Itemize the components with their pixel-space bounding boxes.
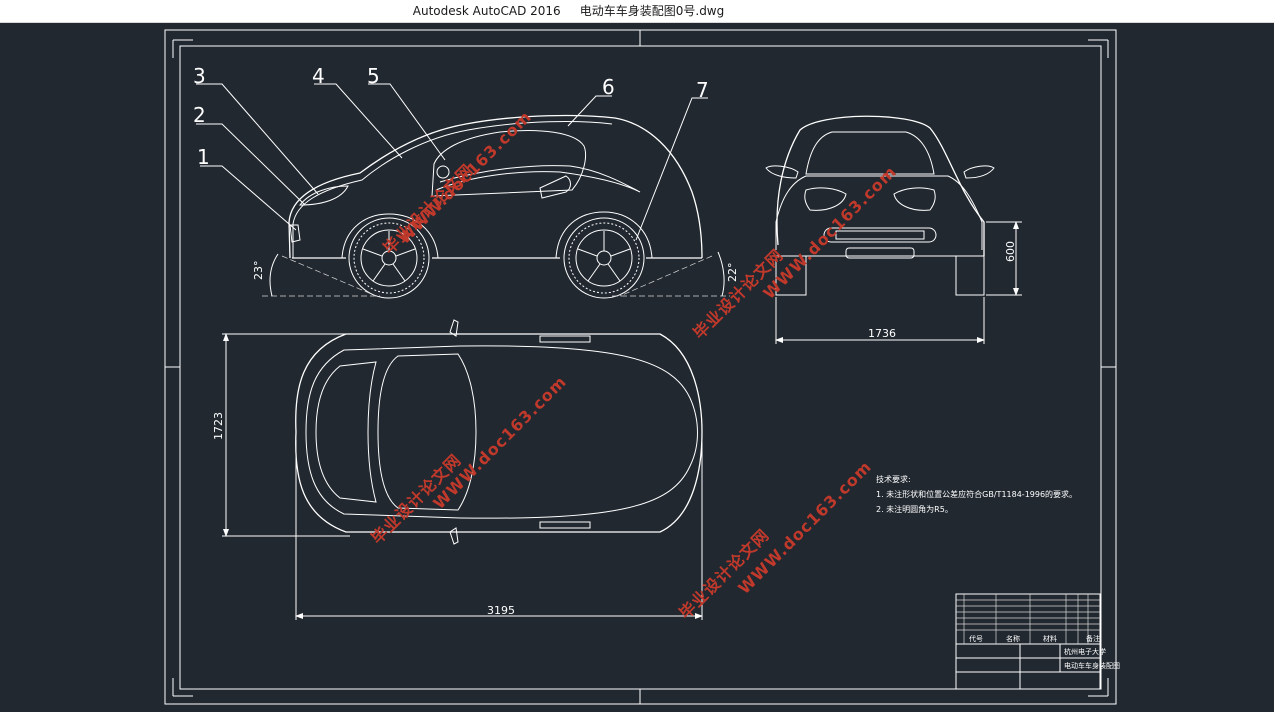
tb-code-label: 代号 xyxy=(969,634,983,643)
title-block: 代号 名称 材料 备注 杭州电子大学 电动车车身装配图 xyxy=(955,593,1120,690)
balloon-2: 2 xyxy=(193,103,206,127)
watermarks: WWW.doc163.com 毕业设计论文网 WWW.doc163.com 毕业… xyxy=(367,107,900,623)
balloon-1: 1 xyxy=(197,145,210,169)
watermark-cn: 毕业设计论文网 xyxy=(379,160,477,258)
front-width-dim: 1736 xyxy=(868,327,896,340)
balloon-leaders xyxy=(196,83,708,241)
front-approach-angle: 23° xyxy=(252,261,265,281)
rear-wheel xyxy=(563,217,645,299)
notes-heading: 技术要求: xyxy=(876,474,911,484)
tb-remark-label: 备注 xyxy=(1086,634,1100,643)
watermark-site: WWW.doc163.com xyxy=(734,457,875,598)
front-height-dim: 600 xyxy=(1004,241,1017,262)
balloon-3: 3 xyxy=(193,64,206,88)
drawing-canvas[interactable]: .ln { stroke:#ffffff; fill:none; stroke-… xyxy=(0,23,1274,712)
tb-drawing-name: 电动车车身装配图 xyxy=(1064,661,1120,670)
top-view: 1723 3195 xyxy=(212,319,703,620)
tb-school: 杭州电子大学 xyxy=(1064,647,1106,656)
cad-drawing: .ln { stroke:#ffffff; fill:none; stroke-… xyxy=(164,29,1120,705)
tb-name-label: 名称 xyxy=(1006,634,1020,643)
window-title: Autodesk AutoCAD 2016 电动车车身装配图0号.dwg xyxy=(412,4,725,18)
top-length-dim: 3195 xyxy=(487,604,515,617)
notes-line-2: 2. 未注明圆角为R5。 xyxy=(876,504,953,514)
rear-departure-angle: 22° xyxy=(726,263,739,283)
front-wheel xyxy=(348,217,430,299)
top-width-dim: 1723 xyxy=(212,412,225,440)
balloon-6: 6 xyxy=(602,75,615,99)
sheet-outer-frame xyxy=(164,29,1117,705)
side-view: 23° 22° xyxy=(252,114,739,299)
balloon-5: 5 xyxy=(367,64,380,88)
technical-notes: 技术要求: 1. 未注形状和位置公差应符合GB/T1184-1996的要求。 2… xyxy=(876,474,1077,514)
frame-corner-marks xyxy=(165,30,1116,704)
title-bar: Autodesk AutoCAD 2016 电动车车身装配图0号.dwg xyxy=(0,0,1274,23)
watermark-site: WWW.doc163.com xyxy=(429,372,570,513)
balloon-7: 7 xyxy=(696,78,709,102)
tb-material-label: 材料 xyxy=(1043,634,1057,643)
notes-line-1: 1. 未注形状和位置公差应符合GB/T1184-1996的要求。 xyxy=(876,489,1077,499)
balloon-4: 4 xyxy=(312,64,325,88)
front-view: 600 1736 xyxy=(765,115,1022,344)
sheet-inner-frame xyxy=(179,45,1102,690)
